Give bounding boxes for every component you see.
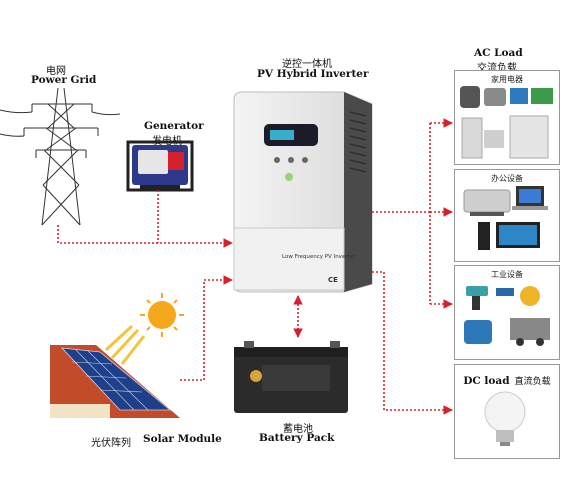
solar-label-en: Solar Module [143, 433, 222, 445]
office-equipment-box: 办公设备 [454, 169, 560, 262]
generator-label-en: Generator [144, 120, 204, 132]
battery-icon [234, 341, 348, 413]
generator-icon [126, 140, 194, 192]
inverter-label-cn: 逆控一体机 [282, 59, 332, 70]
battery-label-en: Battery Pack [259, 432, 335, 444]
ac-load-label-en: AC Load [474, 47, 523, 59]
office-equipment-icons [463, 186, 548, 250]
inverter-label-en: PV Hybrid Inverter [257, 68, 369, 80]
battery-label-cn: 蓄电池 [283, 424, 313, 435]
home-appliances-title: 家用电器 [491, 75, 523, 84]
solar-label-cn: 光伏阵列 [91, 438, 131, 449]
connectors [57, 118, 453, 415]
inverter-icon [233, 91, 373, 293]
sun-icon [104, 293, 184, 365]
power-grid-label-en: Power Grid [31, 74, 97, 86]
dc-load-label-cn: 直流负载 [514, 377, 551, 387]
power-grid-label-cn: 电网 [46, 66, 66, 77]
home-appliances-icons [460, 86, 553, 159]
light-bulb-icon [484, 391, 526, 446]
power-tower-icon [0, 87, 121, 226]
inverter-ce-mark: CE [328, 276, 338, 284]
ac-load-label-cn: 交流负载 [477, 63, 517, 74]
office-equipment-title: 办公设备 [491, 174, 523, 183]
dc-load-label-en: DC load [463, 375, 510, 387]
industrial-equipment-title: 工业设备 [491, 270, 523, 279]
inverter-panel-text: Low Frequency PV Inverter [282, 254, 356, 260]
industrial-equipment-icons [464, 286, 550, 346]
solar-panel-icon [50, 345, 180, 418]
